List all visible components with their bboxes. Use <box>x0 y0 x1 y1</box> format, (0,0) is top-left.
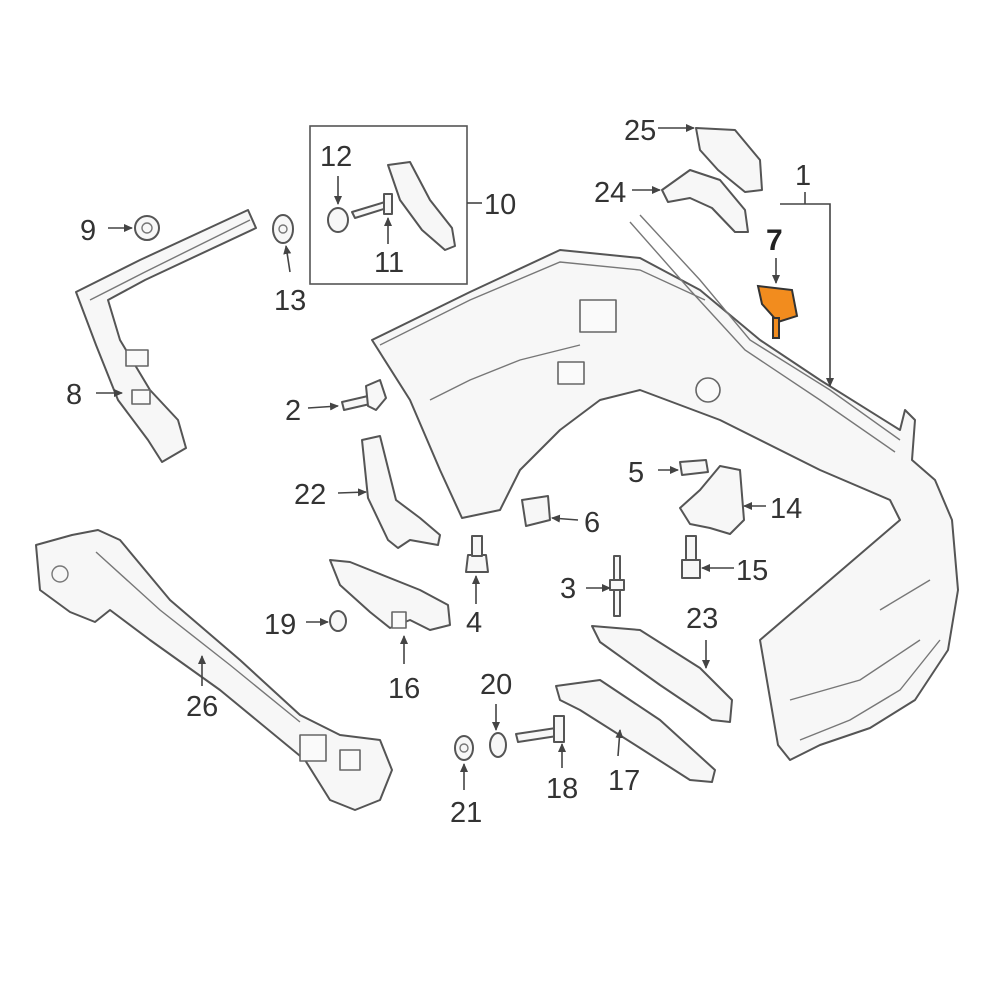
washer-19-part <box>329 610 347 632</box>
callout-9: 9 <box>80 215 96 247</box>
callout-labels: 1 2 3 4 5 6 7 8 9 10 11 12 13 14 15 16 1… <box>66 115 811 829</box>
side-bracket-part <box>75 209 257 463</box>
bracket-16-part <box>329 559 451 631</box>
callout-3: 3 <box>560 573 576 605</box>
callout-18: 18 <box>546 773 578 805</box>
callout-4: 4 <box>466 607 482 639</box>
cover-plate-part <box>695 127 763 193</box>
callout-6: 6 <box>584 507 600 539</box>
bolt-2-part <box>341 379 387 411</box>
guide-17-part <box>555 679 716 783</box>
callout-12: 12 <box>320 141 352 173</box>
callout-14: 14 <box>770 493 802 525</box>
highlighted-cover-part <box>756 284 799 339</box>
clip-part <box>134 215 160 241</box>
callout-24: 24 <box>594 177 626 209</box>
bracket-22-part <box>361 435 441 549</box>
callout-8: 8 <box>66 379 82 411</box>
callout-25: 25 <box>624 115 656 147</box>
leader-lines <box>96 124 834 790</box>
callout-23: 23 <box>686 603 718 635</box>
washer-20-part <box>489 732 507 758</box>
bolt-15-part <box>681 535 701 579</box>
callout-16: 16 <box>388 673 420 705</box>
callout-7: 7 <box>766 224 783 257</box>
callout-26: 26 <box>186 691 218 723</box>
washer-part <box>327 207 349 233</box>
bolt-4-part <box>465 535 489 573</box>
callout-19: 19 <box>264 609 296 641</box>
mounting-bracket-part <box>387 161 456 251</box>
callout-13: 13 <box>274 285 306 317</box>
nut-part <box>272 214 294 244</box>
callout-17: 17 <box>608 765 640 797</box>
callout-11: 11 <box>374 247 404 279</box>
group-box-10 <box>309 125 468 285</box>
callout-22: 22 <box>294 479 326 511</box>
callout-2: 2 <box>285 395 301 427</box>
callout-1: 1 <box>795 160 811 192</box>
stud-3-part <box>609 555 625 617</box>
bumper-cover-part <box>371 214 959 761</box>
clip-6-part <box>521 495 551 527</box>
corner-bracket-part <box>661 169 749 233</box>
callout-10: 10 <box>484 189 516 221</box>
guide-23-part <box>591 625 733 723</box>
bolt-part <box>351 193 393 219</box>
reinforcement-bar-part <box>35 529 393 811</box>
bolt-18-part <box>515 715 565 743</box>
bracket-14-part <box>679 465 745 535</box>
callout-15: 15 <box>736 555 768 587</box>
callout-21: 21 <box>450 797 482 829</box>
callout-5: 5 <box>628 457 644 489</box>
nut-21-part <box>454 735 474 761</box>
callout-20: 20 <box>480 669 512 701</box>
clip-5-part <box>679 459 709 476</box>
